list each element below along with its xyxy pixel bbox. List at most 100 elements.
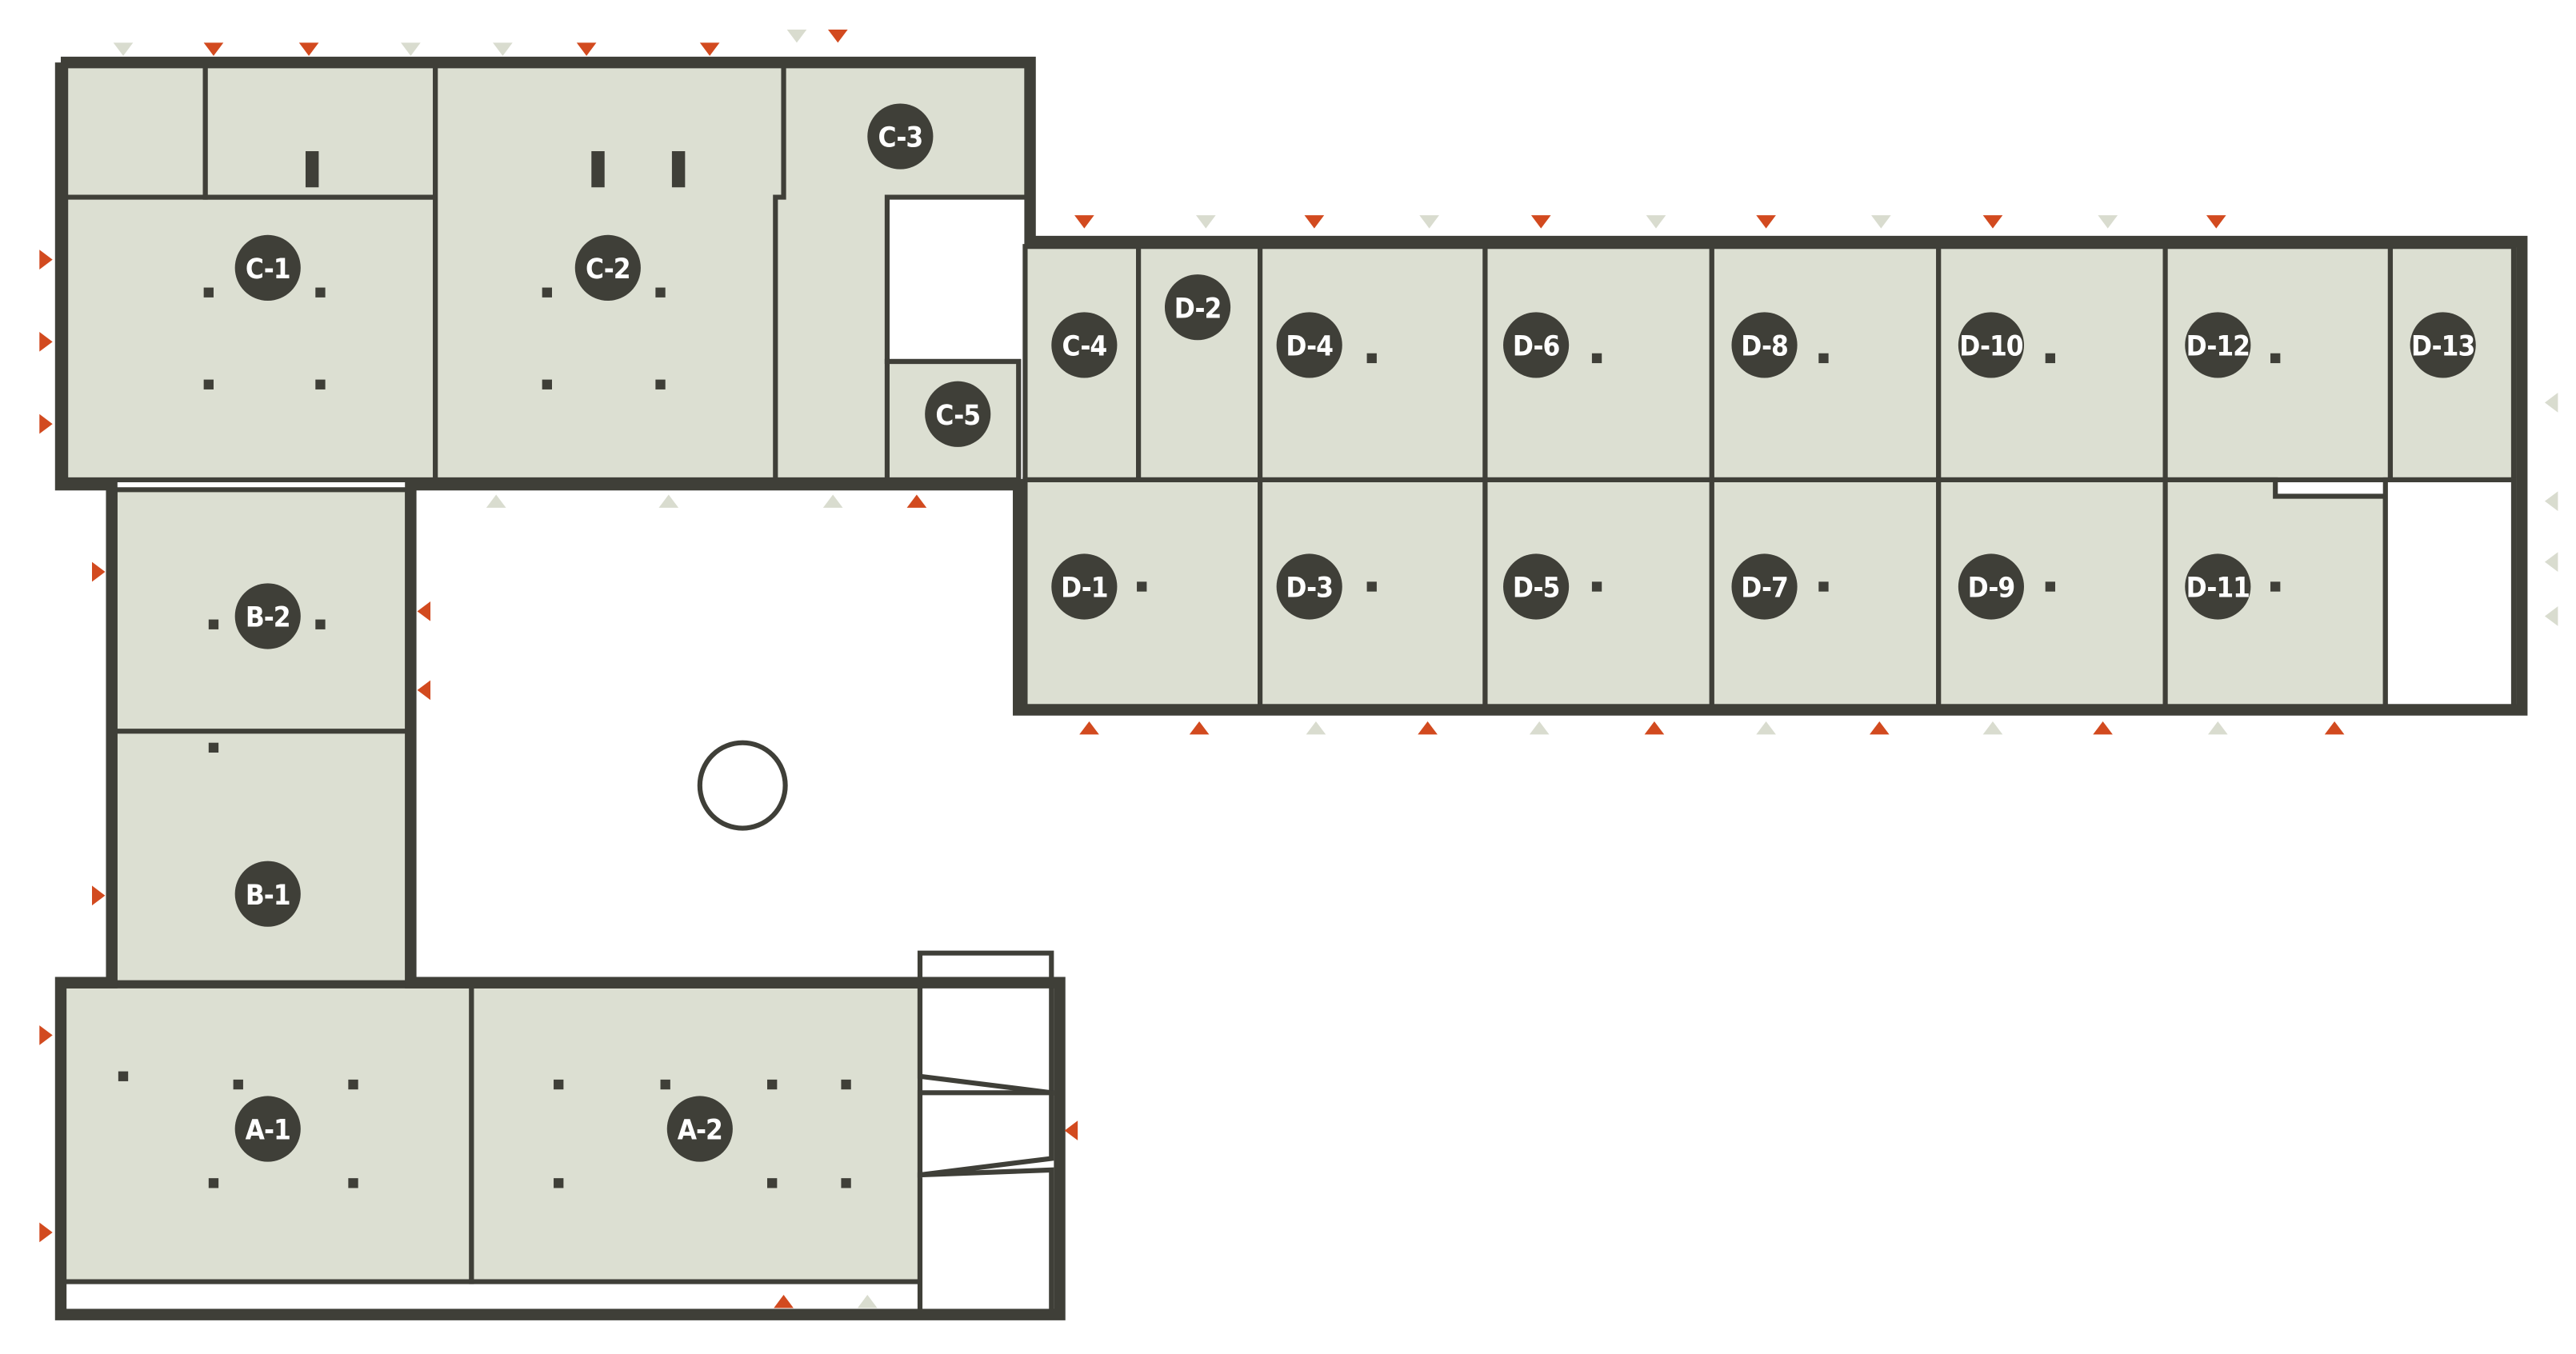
unit-badge-d-3[interactable]: D-3 (1276, 553, 1342, 620)
unit-badge-circle (1276, 553, 1342, 620)
unit-badge-c-5[interactable]: C-5 (925, 381, 991, 447)
unit-badge-circle (234, 861, 301, 927)
entrance-marker-icon (1530, 215, 1551, 229)
unit-badge-circle (1731, 553, 1798, 620)
unit-badge-circle (1276, 312, 1342, 378)
column (671, 151, 686, 188)
unit-badge-d-11[interactable]: D-11 (2185, 553, 2251, 620)
window-marker-icon (2544, 552, 2558, 573)
entrance-marker-icon (1064, 1120, 1078, 1140)
unit-badge-d-10[interactable]: D-10 (1958, 312, 2024, 378)
unit-badge-d-13[interactable]: D-13 (2410, 312, 2476, 378)
unit-badge-d-7[interactable]: D-7 (1731, 553, 1798, 620)
entrance-marker-icon (2324, 721, 2345, 735)
unit-label: D-11 (2186, 573, 2250, 605)
unit-badge-circle (234, 583, 301, 649)
unit-badge-circle (2185, 553, 2251, 620)
entrance-marker-icon (1304, 215, 1325, 229)
unit-badge-d-4[interactable]: D-4 (1276, 312, 1342, 378)
unit-area-svc-d (2382, 477, 2517, 709)
entrance-marker-icon (906, 494, 927, 508)
entrance-marker-icon (92, 885, 106, 906)
unit-area-b-1[interactable] (112, 729, 410, 985)
unit-label: B-1 (246, 880, 290, 912)
column (233, 1079, 243, 1090)
unit-badge-d-12[interactable]: D-12 (2185, 312, 2251, 378)
entrance-marker-icon (1756, 215, 1776, 229)
column (1137, 581, 1147, 592)
unit-badge-circle (2185, 312, 2251, 378)
unit-label: D-7 (1741, 573, 1788, 605)
unit-badge-d-1[interactable]: D-1 (1051, 553, 1118, 620)
window-marker-icon (2544, 491, 2558, 511)
unit-area-svc-a3 (917, 1167, 1054, 1314)
column (1818, 581, 1829, 592)
unit-area-c-1top[interactable] (202, 63, 438, 200)
column (655, 287, 666, 298)
entrance-marker-icon (1189, 721, 1210, 735)
entrance-marker-icon (417, 601, 431, 621)
unit-badge-circle (867, 103, 934, 170)
entrance-marker-icon (203, 42, 224, 56)
unit-badge-c-2[interactable]: C-2 (574, 234, 641, 301)
unit-badge-circle (1958, 553, 2024, 620)
window-marker-icon (113, 42, 134, 56)
unit-badge-d-9[interactable]: D-9 (1958, 553, 2024, 620)
column (1591, 581, 1602, 592)
unit-label: C-2 (586, 254, 630, 286)
unit-badge-d-6[interactable]: D-6 (1503, 312, 1570, 378)
window-marker-icon (658, 494, 679, 508)
unit-badge-b-2[interactable]: B-2 (234, 583, 301, 649)
unit-label: D-6 (1513, 331, 1560, 363)
unit-badge-circle (925, 381, 991, 447)
entrance-marker-icon (2093, 721, 2113, 735)
unit-badge-circle (666, 1096, 733, 1162)
unit-badge-c-3[interactable]: C-3 (867, 103, 934, 170)
unit-label: D-3 (1286, 573, 1333, 605)
unit-badge-d-8[interactable]: D-8 (1731, 312, 1798, 378)
column (554, 1079, 564, 1090)
column (2270, 581, 2281, 592)
unit-area-svc-a1 (917, 950, 1054, 1096)
column (2045, 581, 2056, 592)
entrance-marker-icon (1079, 721, 1099, 735)
entrance-marker-icon (774, 1295, 794, 1308)
unit-badge-d-2[interactable]: D-2 (1164, 274, 1231, 341)
unit-badge-d-5[interactable]: D-5 (1503, 553, 1570, 620)
entrance-marker-icon (828, 29, 848, 43)
window-marker-icon (2544, 393, 2558, 413)
unit-label: C-4 (1062, 331, 1107, 363)
exterior-wall (54, 56, 2528, 1320)
window-marker-icon (1646, 215, 1666, 229)
entrance-marker-icon (39, 1222, 53, 1243)
column (203, 287, 214, 298)
unit-badge-c-1[interactable]: C-1 (234, 234, 301, 301)
column (2270, 353, 2281, 364)
entrance-marker-icon (576, 42, 597, 56)
window-marker-icon (1756, 721, 1776, 735)
window-marker-icon (1529, 721, 1550, 735)
column (315, 379, 326, 389)
column (315, 287, 326, 298)
unit-badge-a-1[interactable]: A-1 (234, 1096, 301, 1162)
unit-label: D-12 (2186, 331, 2250, 363)
window-marker-icon (786, 29, 807, 43)
column (208, 742, 219, 753)
column (841, 1079, 851, 1090)
unit-label: C-1 (246, 254, 290, 286)
unit-label: D-10 (1959, 331, 2023, 363)
unit-label: C-5 (935, 400, 980, 432)
column (348, 1079, 358, 1090)
entrance-marker-icon (1982, 215, 2003, 229)
column (1366, 581, 1377, 592)
window-marker-icon (822, 494, 843, 508)
unit-area-c-1b[interactable] (63, 63, 208, 200)
unit-badge-circle (2410, 312, 2476, 378)
column (660, 1079, 670, 1090)
unit-badge-b-1[interactable]: B-1 (234, 861, 301, 927)
entrance-marker-icon (1869, 721, 1890, 735)
unit-badge-a-2[interactable]: A-2 (666, 1096, 733, 1162)
unit-badge-c-4[interactable]: C-4 (1051, 312, 1118, 378)
column (203, 379, 214, 389)
